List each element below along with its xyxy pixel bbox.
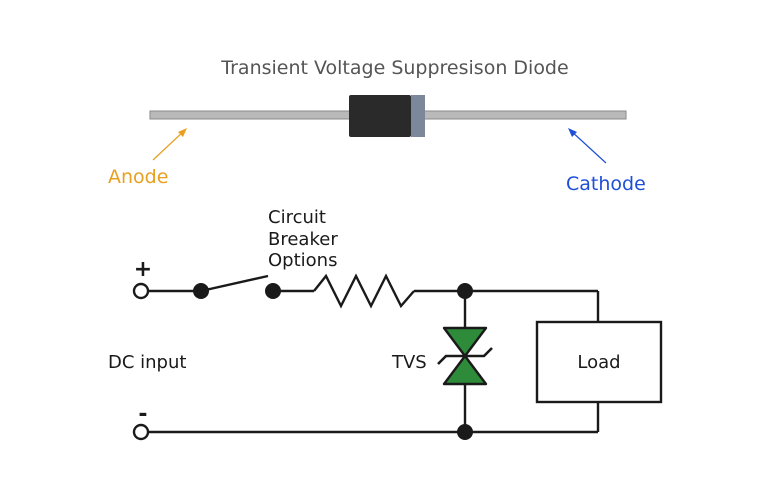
cathode-label: Cathode <box>566 173 646 195</box>
anode-label: Anode <box>108 166 168 188</box>
breaker-label-line-1: Circuit <box>268 207 326 228</box>
negative-sign: - <box>138 402 147 427</box>
diode-component <box>149 95 627 137</box>
negative-terminal <box>132 423 150 441</box>
breaker-label-line-2: Breaker <box>268 229 338 250</box>
anode-pointer <box>152 128 187 161</box>
junction-node-bottom <box>457 424 473 440</box>
positive-sign: + <box>134 257 152 282</box>
cathode-pointer <box>568 128 607 164</box>
diode-cathode-band <box>411 95 425 137</box>
load-label: Load <box>577 352 620 373</box>
circuit-wiring <box>149 273 600 434</box>
switch-arm <box>200 274 269 293</box>
breaker-label-line-3: Options <box>268 250 337 271</box>
diagram-title: Transient Voltage Suppresison Diode <box>220 57 568 79</box>
tvs-symbol <box>437 326 493 386</box>
resistor <box>313 273 415 309</box>
load-box <box>535 320 663 404</box>
diode-body <box>349 95 411 137</box>
switch-contact-left <box>193 283 209 299</box>
tvs-label: TVS <box>391 352 427 373</box>
dc-input-label: DC input <box>108 352 186 373</box>
junction-node-top <box>457 283 473 299</box>
positive-terminal <box>132 282 150 300</box>
switch-contact-right <box>265 283 281 299</box>
